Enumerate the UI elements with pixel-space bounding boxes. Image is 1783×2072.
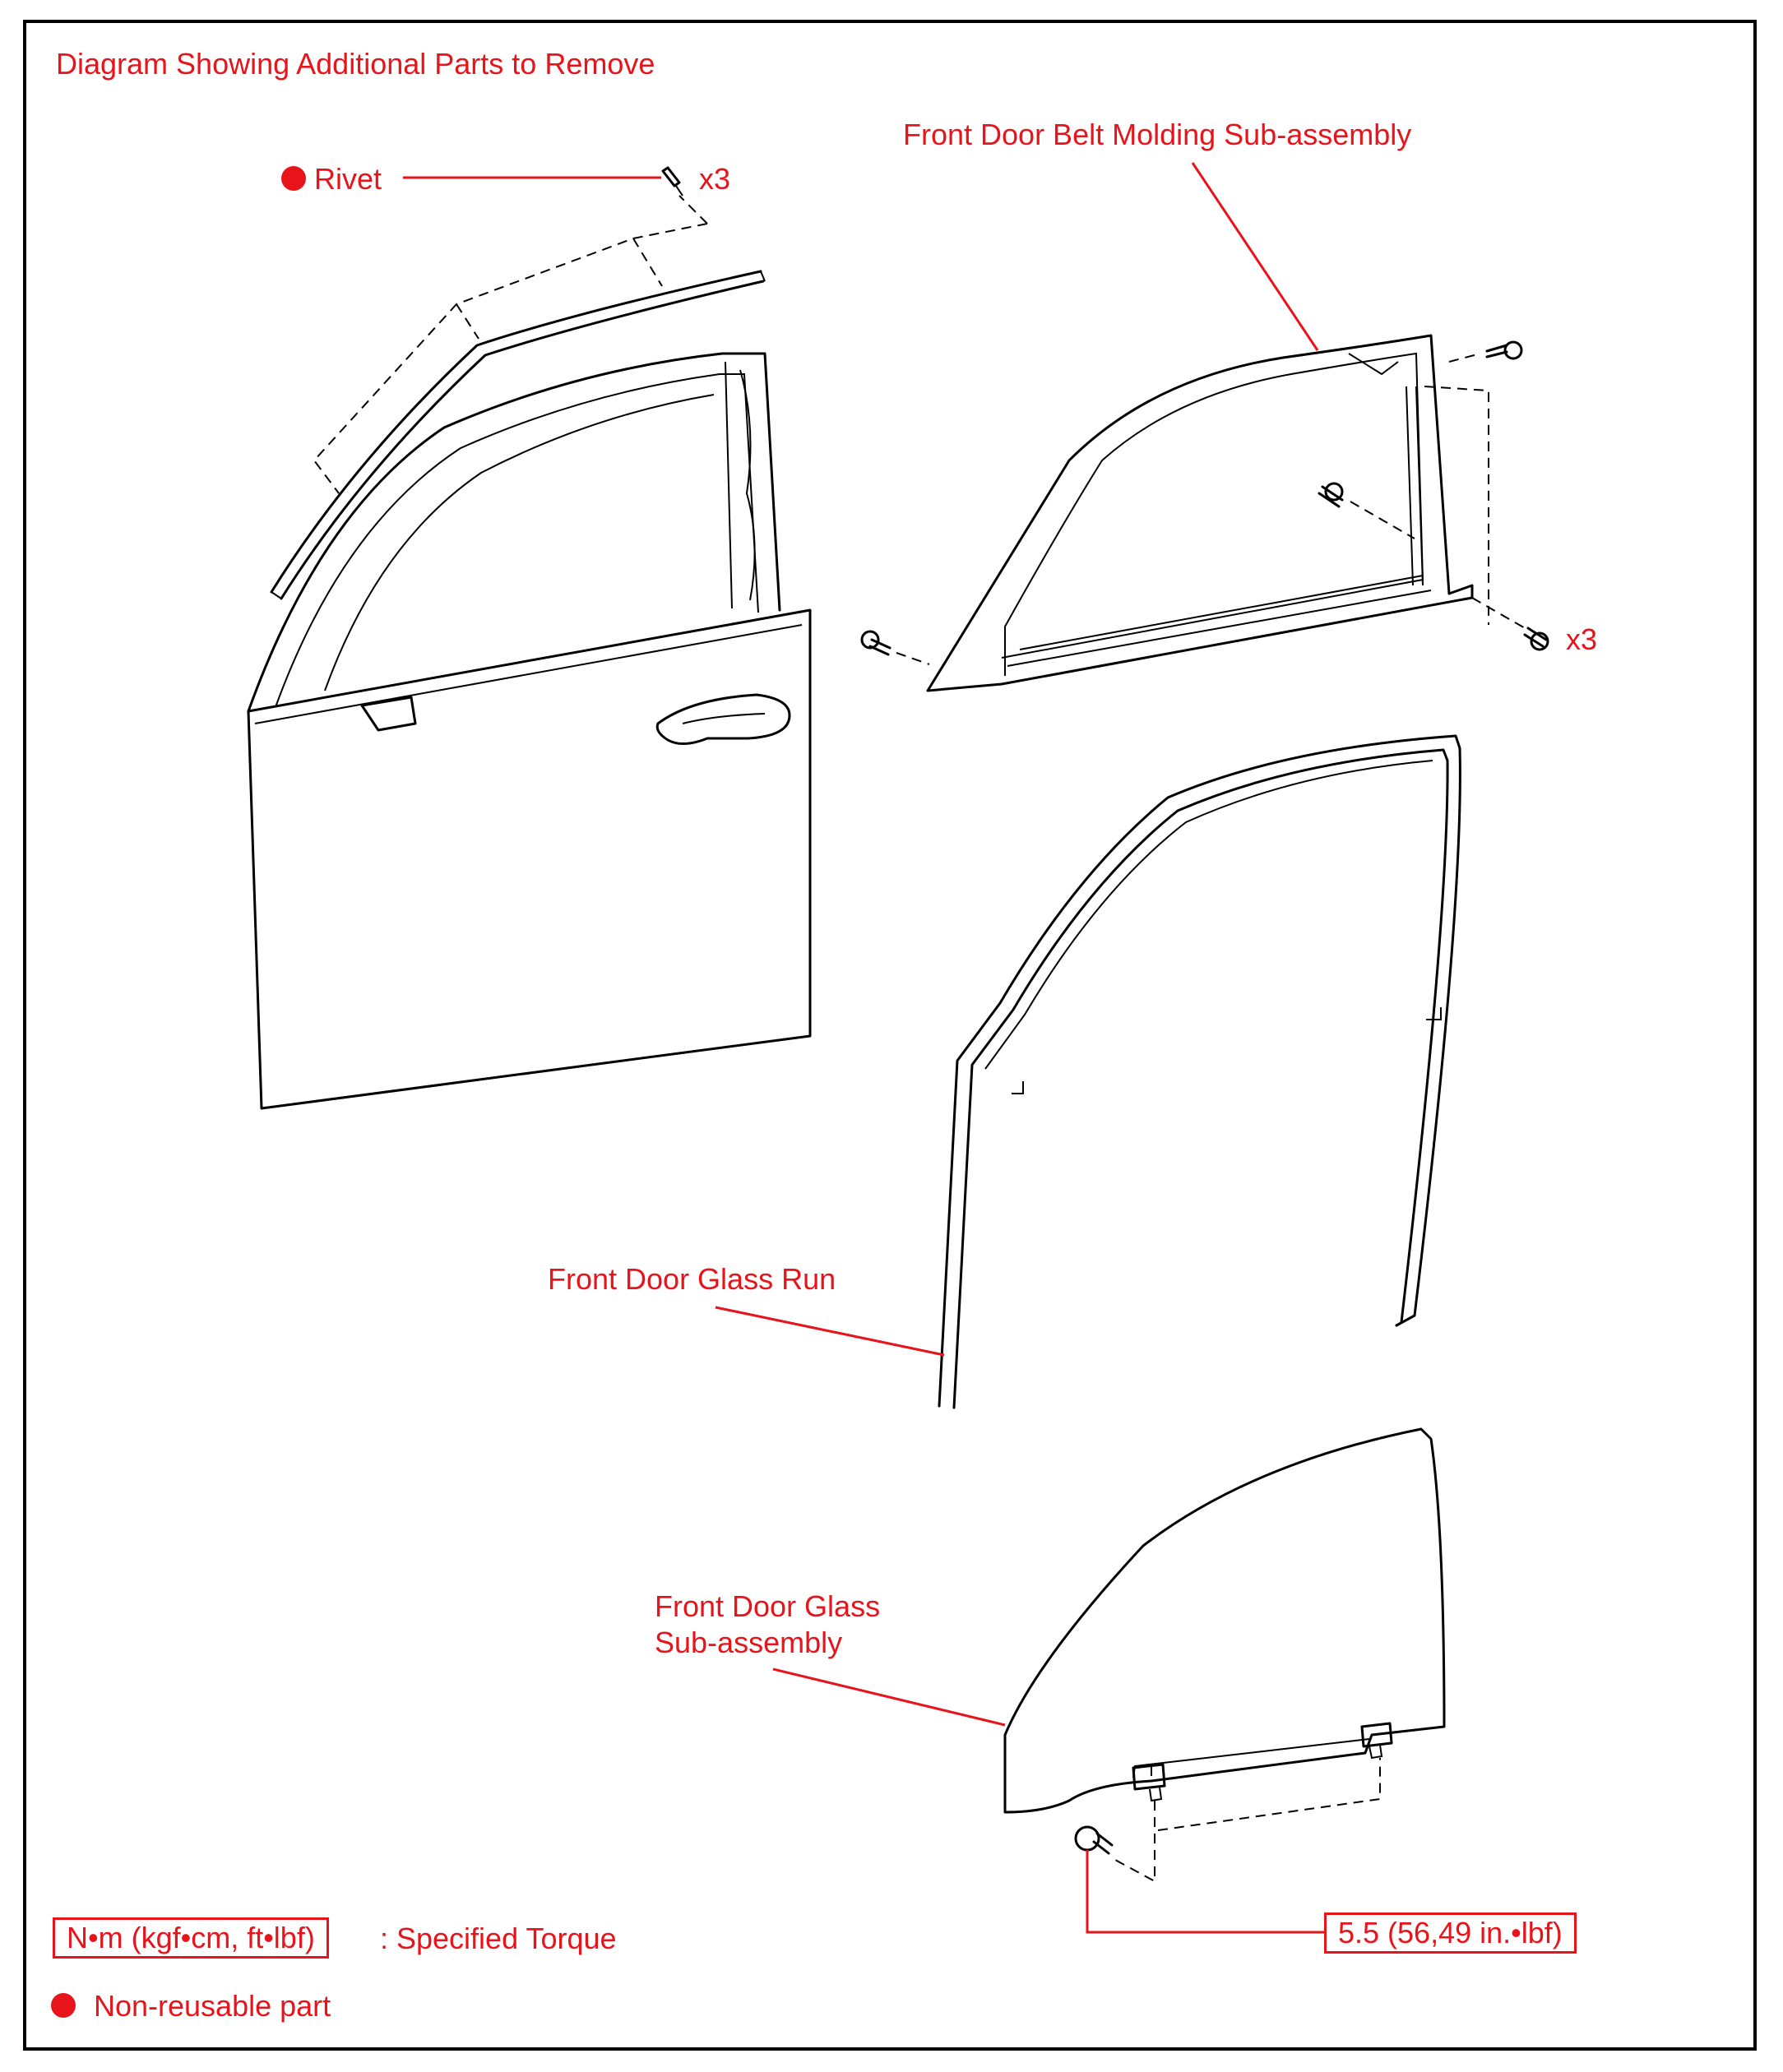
rivet-part (313, 166, 708, 494)
leader-lines (403, 162, 1324, 1934)
glass-sub-leader (772, 1667, 1006, 1727)
torque-value-box: 5.5 (56,49 in.•lbf) (1324, 1912, 1577, 1954)
glass-sub-label-line2: Sub-assembly (655, 1626, 843, 1659)
nonreusable-marker-icon (281, 166, 306, 191)
belt-bolt-qty-label: x3 (1566, 622, 1598, 656)
belt-molding-leader (1191, 162, 1319, 351)
belt-weatherstrip (270, 270, 766, 600)
torque-leader (1086, 1850, 1324, 1934)
belt-molding-part (860, 334, 1549, 692)
glass-run-leader (715, 1306, 945, 1357)
glass-part (1003, 1427, 1446, 1883)
diagram-frame (23, 20, 1757, 2051)
glass-run-part (938, 734, 1461, 1409)
legend-nonreusable-icon (51, 1993, 76, 2018)
legend-nonreusable-label: Non-reusable part (94, 1989, 331, 2023)
glass-sub-label-line1: Front Door Glass (655, 1589, 881, 1623)
legend-torque-unit-box: N•m (kgf•cm, ft•lbf) (53, 1917, 329, 1959)
front-door-panel (247, 352, 812, 1110)
glass-run-label: Front Door Glass Run (548, 1262, 836, 1296)
rivet-qty-label: x3 (699, 162, 731, 196)
diagram-title: Diagram Showing Additional Parts to Remo… (56, 47, 655, 81)
belt-molding-label: Front Door Belt Molding Sub-assembly (903, 118, 1412, 151)
rivet-label: Rivet (314, 162, 382, 196)
legend-torque-desc: : Specified Torque (380, 1922, 617, 1955)
